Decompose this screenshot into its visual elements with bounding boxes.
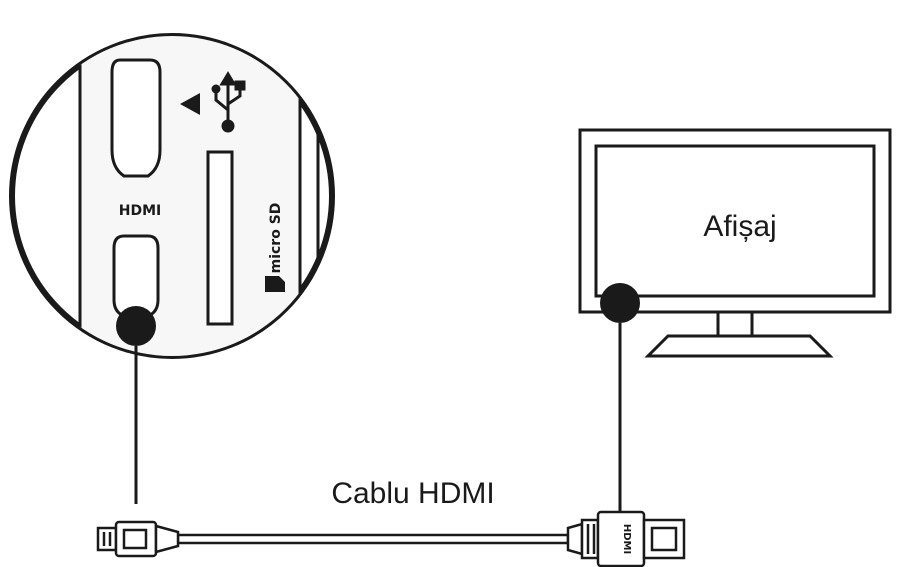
- hdmi-port-shape: [112, 234, 160, 318]
- monitor-stand-neck: [716, 310, 754, 338]
- hdmi-cable: HDMI Cablu HDMI: [96, 477, 686, 567]
- monitor: Afișaj: [578, 128, 892, 358]
- hdmi-plug-text: HDMI: [621, 524, 632, 554]
- monitor-stand-base: [644, 334, 834, 358]
- hdmi-plug: [566, 510, 686, 567]
- cable-wire: [176, 533, 570, 545]
- display-label: Afișaj: [703, 210, 776, 243]
- monitor-screen: [594, 144, 876, 298]
- cable-label: Cablu HDMI: [331, 477, 494, 510]
- microsd-label: micro SD: [268, 203, 284, 274]
- monitor-connection-dot: [600, 283, 640, 323]
- micro-hdmi-plug: [96, 520, 180, 558]
- device-closeup: HDMI micro SD: [9, 33, 335, 359]
- usb-icon: [211, 71, 246, 133]
- microsd-slot: [206, 150, 234, 326]
- sd-card-icon: [265, 276, 285, 292]
- hdmi-port-label: HDMI: [119, 203, 161, 219]
- device-connection-dot: [116, 306, 156, 346]
- arrow-left-icon: [180, 93, 200, 115]
- usb-port-shape: [110, 58, 162, 178]
